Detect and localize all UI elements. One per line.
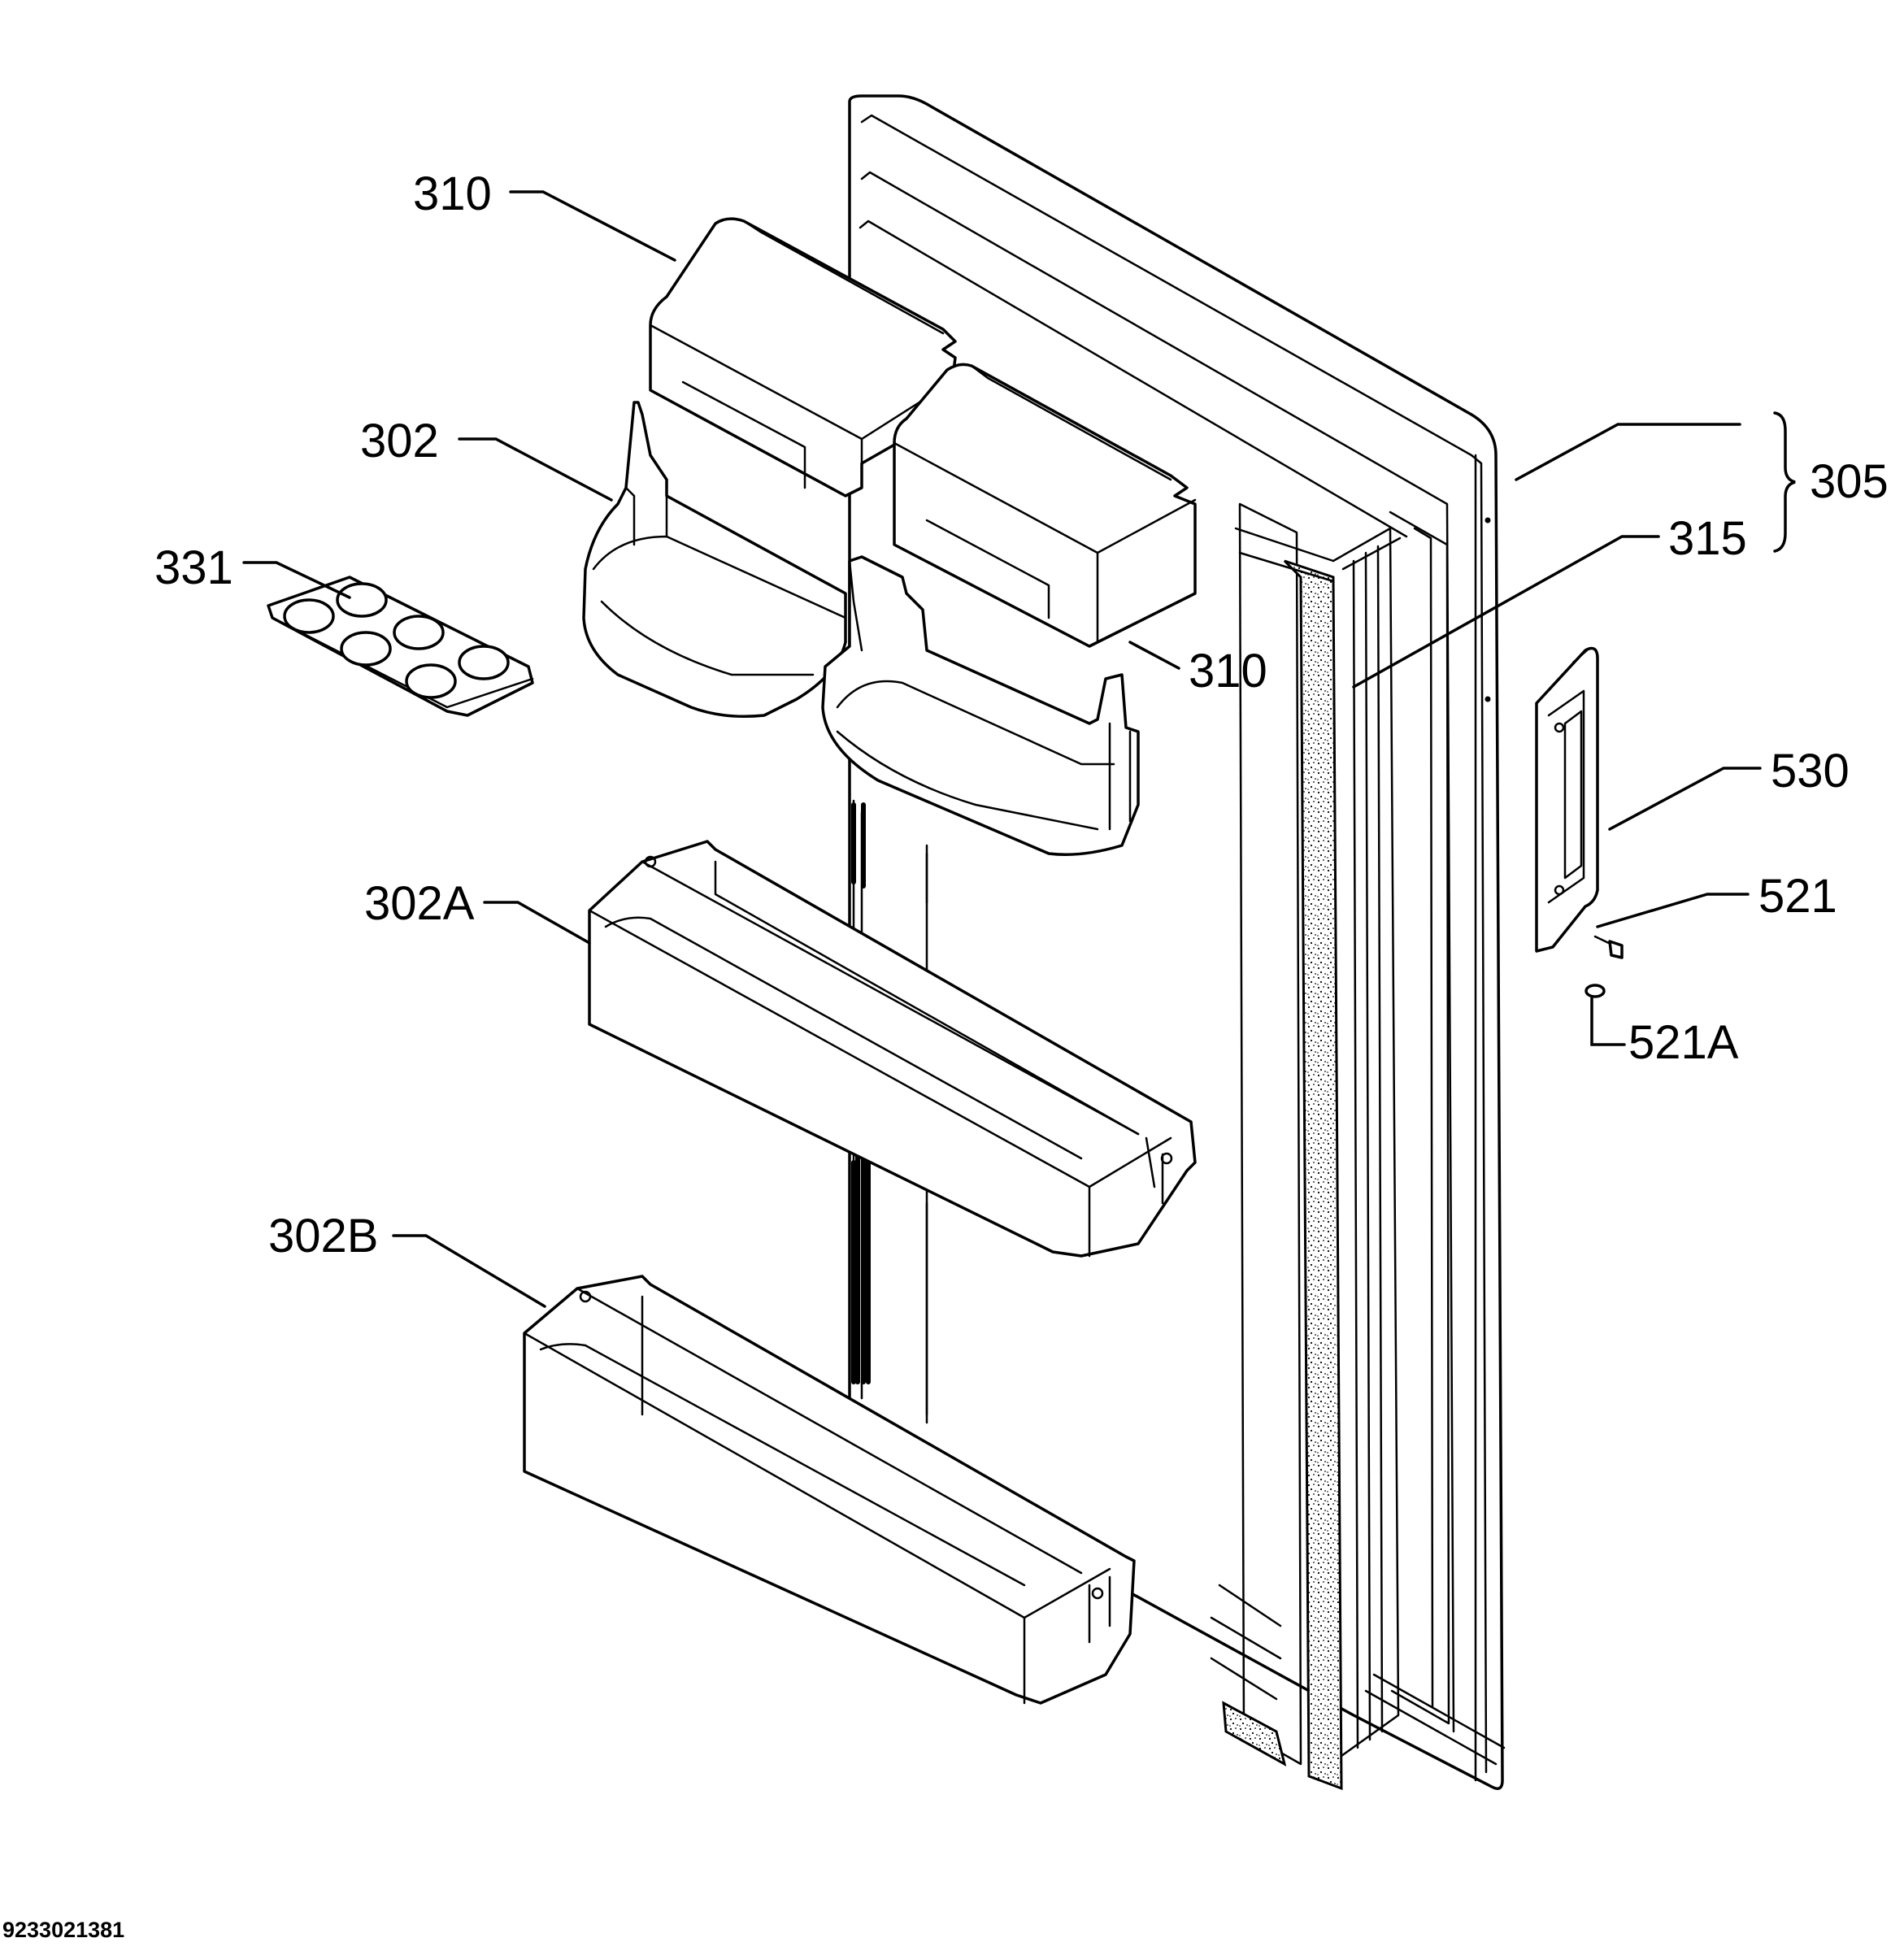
egg-tray [267,576,534,717]
callout-310-lower: 310 [1189,645,1267,697]
bottle-shelf-302b [523,1275,1136,1705]
document-number: 9233021381 [2,1918,124,1942]
dairy-cover-lower [893,363,1197,648]
callout-530: 530 [1771,745,1850,797]
callout-305: 305 [1810,455,1889,508]
callout-521: 521 [1758,870,1837,923]
callout-302a: 302A [364,877,475,930]
callout-302: 302 [360,415,439,467]
door-gasket [1222,502,1402,1791]
door-handle [1535,646,1599,953]
callout-leaders [242,190,1796,1308]
callout-331: 331 [154,541,233,594]
handle-screw-cap [1584,984,1606,998]
door-rails [851,802,928,1424]
door-shelf-302-right [821,555,1140,856]
callout-310-upper: 310 [413,167,492,220]
callout-315: 315 [1668,512,1747,565]
bottle-shelf-302a [588,840,1197,1258]
handle-screw [1593,935,1624,959]
callout-302b: 302B [268,1210,378,1262]
callout-521a: 521A [1628,1016,1739,1069]
